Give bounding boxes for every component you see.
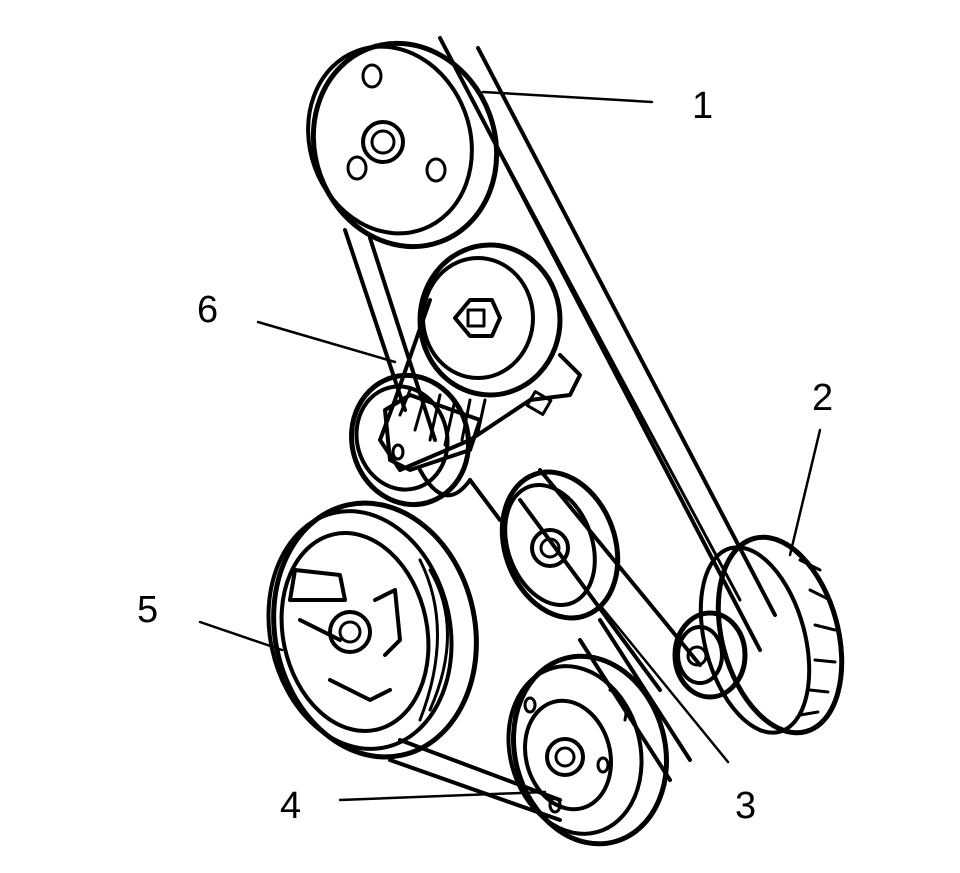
right-ribbed-pulley bbox=[672, 534, 845, 736]
leader-line-5 bbox=[198, 620, 284, 652]
belt-tensioner bbox=[349, 242, 582, 508]
idler-pulley bbox=[499, 469, 621, 621]
leader-lines bbox=[198, 90, 822, 802]
leader-line-1 bbox=[481, 90, 654, 104]
drive-belt bbox=[343, 36, 777, 822]
large-pulley bbox=[266, 500, 479, 760]
callout-6: 6 bbox=[197, 289, 218, 331]
top-pulley bbox=[306, 40, 500, 250]
callout-5: 5 bbox=[137, 589, 158, 631]
leader-line-3 bbox=[598, 603, 730, 764]
callout-1: 1 bbox=[692, 85, 713, 127]
callout-2: 2 bbox=[812, 377, 833, 419]
leader-line-6 bbox=[256, 320, 397, 364]
callout-3: 3 bbox=[735, 785, 756, 827]
callout-4: 4 bbox=[280, 785, 301, 827]
leader-line-4 bbox=[338, 790, 547, 802]
bottom-pulley bbox=[506, 653, 670, 847]
leader-line-2 bbox=[788, 428, 822, 557]
